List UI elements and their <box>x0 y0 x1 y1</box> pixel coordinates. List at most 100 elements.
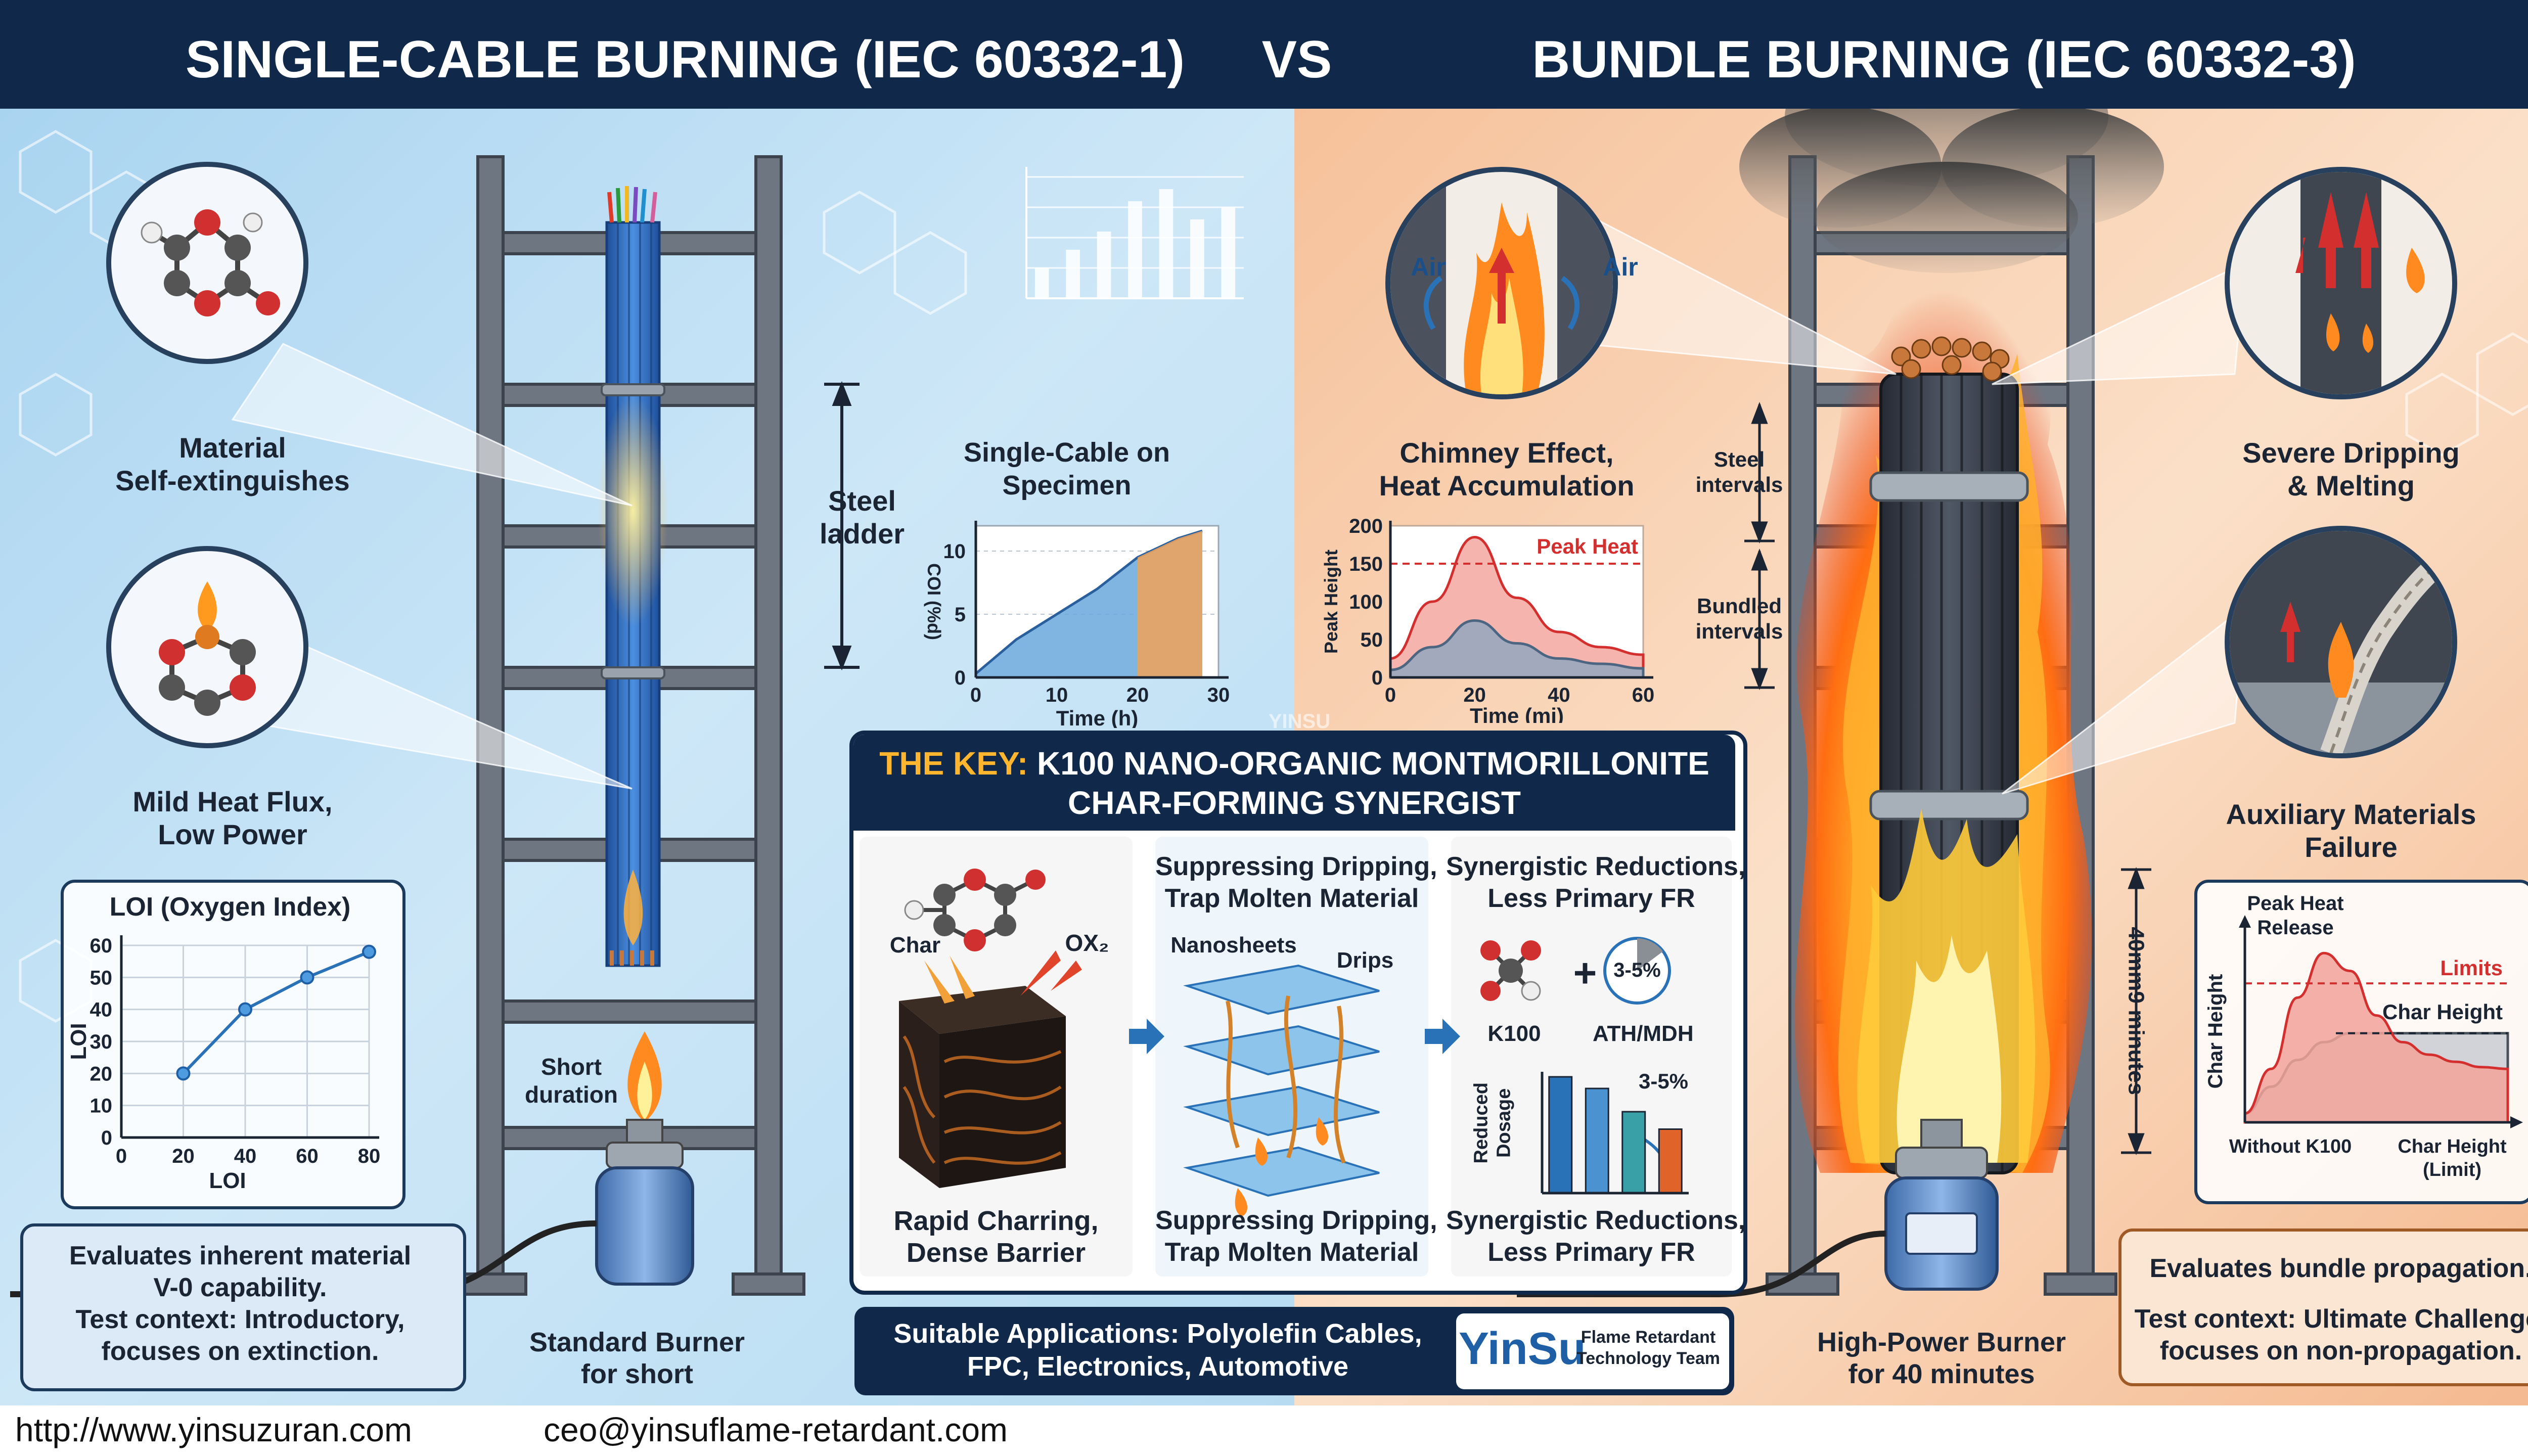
char-xtick-label: Char Height <box>2398 1136 2507 1157</box>
dosage-bar-chart <box>1541 1072 1689 1195</box>
header-bar <box>0 0 2528 109</box>
peak-annotation: Peak Heat <box>1537 534 1638 558</box>
nanosheets-label: Nanosheets <box>1170 933 1297 958</box>
steel-intervals-line1: Steel <box>1713 447 1765 471</box>
applications-line2: FPC, Electronics, Automotive <box>967 1351 1349 1382</box>
nanosheet-icon <box>1183 964 1380 1216</box>
loi-xtick-label: 60 <box>296 1145 319 1167</box>
footer-url[interactable]: http://www.yinsuzuran.com <box>15 1411 412 1448</box>
key-illustrations <box>899 869 1674 1216</box>
reduced-dosage-line2: Dosage <box>1493 1088 1515 1158</box>
chimney-effect-bubble <box>1385 167 1618 399</box>
loi-chart-panel <box>61 880 405 1209</box>
dripping-icon <box>2295 172 2425 394</box>
key-watermark: YINSU <box>1268 710 1331 733</box>
left-summary-line2: V-0 capability. <box>153 1273 327 1302</box>
col2-caption-line1: Suppressing Dripping, <box>1155 1206 1437 1235</box>
auxiliary-failure-bubble <box>2225 526 2457 758</box>
minibar-bar <box>1159 189 1173 298</box>
peak-series-area <box>1389 619 1645 679</box>
minibar-bar <box>1034 268 1049 298</box>
dosage-bar <box>1548 1076 1573 1194</box>
applications-line1: Suitable Applications: Polyolefin Cables… <box>893 1318 1422 1349</box>
ox-label: OX₂ <box>1065 930 1109 956</box>
char-xtick-label: Without K100 <box>2229 1136 2352 1157</box>
col3-caption-line1: Synergistic Reductions, <box>1446 1206 1746 1235</box>
drips-label: Drips <box>1336 948 1394 973</box>
peak-ytick-label: 100 <box>1349 591 1383 613</box>
auxiliary-label-line1: Auxiliary Materials <box>2226 798 2476 830</box>
left-title: SINGLE-CABLE BURNING (IEC 60332-1) <box>185 30 1185 89</box>
loi-ytick-label: 60 <box>90 935 113 957</box>
dripping-bubble <box>2225 167 2457 399</box>
key-title-prefix: THE KEY: <box>879 745 1028 782</box>
col2-heading-line1: Suppressing Dripping, <box>1155 852 1437 881</box>
molecule-bubble-self-extinguish <box>106 162 308 364</box>
left-summary-box <box>20 1223 466 1391</box>
col1-caption-line1: Rapid Charring, <box>893 1206 1099 1236</box>
single-cable-chart-title-line2: Specimen <box>1002 470 1132 500</box>
rope-flame-icon <box>2230 531 2452 753</box>
brand-logo: YinSu <box>1459 1324 1586 1374</box>
dosage-bar <box>1585 1087 1609 1194</box>
brand-sub-line1: Flame Retardant <box>1581 1328 1716 1347</box>
char-series-area <box>2243 951 2509 1124</box>
char-molecule-icon <box>904 869 1046 951</box>
minibar-bar <box>1066 250 1080 298</box>
peak-y-axis-label: Peak Height <box>1321 550 1341 654</box>
heated-molecule-icon <box>159 581 256 716</box>
coi-x-axis-label: Time (h) <box>1056 706 1139 728</box>
dosage-bar <box>1658 1128 1683 1194</box>
coi-series-highlight <box>1138 531 1202 677</box>
dripping-label-line1: Severe Dripping <box>2242 437 2460 469</box>
athmdh-label: ATH/MDH <box>1593 1021 1694 1046</box>
right-title: BUNDLE BURNING (IEC 60332-3) <box>1532 30 2356 89</box>
key-panel-header <box>853 735 1735 831</box>
loi-ytick-label: 0 <box>101 1127 112 1149</box>
char-annotation-char-height: Char Height <box>2382 1000 2503 1024</box>
peak-ytick-label: 150 <box>1349 553 1383 575</box>
loi-ytick-label: 40 <box>90 999 113 1021</box>
vs-label: VS <box>1261 30 1332 89</box>
bundled-intervals-line2: intervals <box>1695 619 1783 643</box>
char-annotation-limits: Limits <box>2440 956 2503 980</box>
peak-xtick-label: 40 <box>1548 684 1570 706</box>
steel-ladder-label-line1: Steel <box>828 485 896 517</box>
short-duration-line1: Short <box>540 1054 602 1080</box>
heat-flux-label-line1: Mild Heat Flux, <box>132 786 333 817</box>
char-x-arrowhead <box>2510 1116 2523 1128</box>
loi-data-point <box>362 944 376 959</box>
char-xtick-label: (Limit) <box>2423 1159 2481 1180</box>
k100-molecule-icon <box>1480 940 1541 1001</box>
peak-ytick-label: 0 <box>1372 667 1383 689</box>
k100-label: K100 <box>1487 1021 1541 1046</box>
loi-data-point <box>176 1066 191 1081</box>
reduced-dosage-line1: Reduced <box>1470 1082 1492 1164</box>
chimney-label-line1: Chimney Effect, <box>1400 437 1614 469</box>
peak-xtick-label: 0 <box>1385 684 1396 706</box>
loi-x-axis-label: LOI <box>209 1168 246 1193</box>
loi-xtick-label: 20 <box>172 1145 195 1167</box>
key-title-line2: CHAR-FORMING SYNERGIST <box>1068 785 1521 821</box>
col1-caption-line2: Dense Barrier <box>906 1238 1086 1268</box>
mini-bar-chart <box>1025 167 1244 299</box>
self-extinguish-label-line1: Material <box>179 432 286 464</box>
coi-ytick-label: 10 <box>943 540 966 563</box>
key-col3-bg <box>1451 837 1732 1277</box>
high-power-burner-line1: High-Power Burner <box>1817 1327 2066 1357</box>
steel-ladder-label-line2: ladder <box>819 518 905 550</box>
col2-heading-line2: Trap Molten Material <box>1164 884 1419 913</box>
key-title-line1: THE KEY: K100 NANO-ORGANIC MONTMORILLONI… <box>854 745 1734 782</box>
col2-caption-line2: Trap Molten Material <box>1164 1238 1419 1267</box>
standard-burner-line1: Standard Burner <box>529 1327 745 1357</box>
loi-ytick-label: 30 <box>90 1031 113 1053</box>
pct2-label: 3-5% <box>1638 1069 1689 1093</box>
dosage-pie-icon <box>1603 937 1671 1005</box>
left-summary-line3: Test context: Introductory, <box>75 1305 405 1334</box>
peak-x-axis-label: Time (mi) <box>1470 704 1564 723</box>
chimney-label-line2: Heat Accumulation <box>1379 470 1635 502</box>
plus-sign: + <box>1573 950 1597 995</box>
footer-email[interactable]: ceo@yinsuflame-retardant.com <box>544 1411 1008 1448</box>
